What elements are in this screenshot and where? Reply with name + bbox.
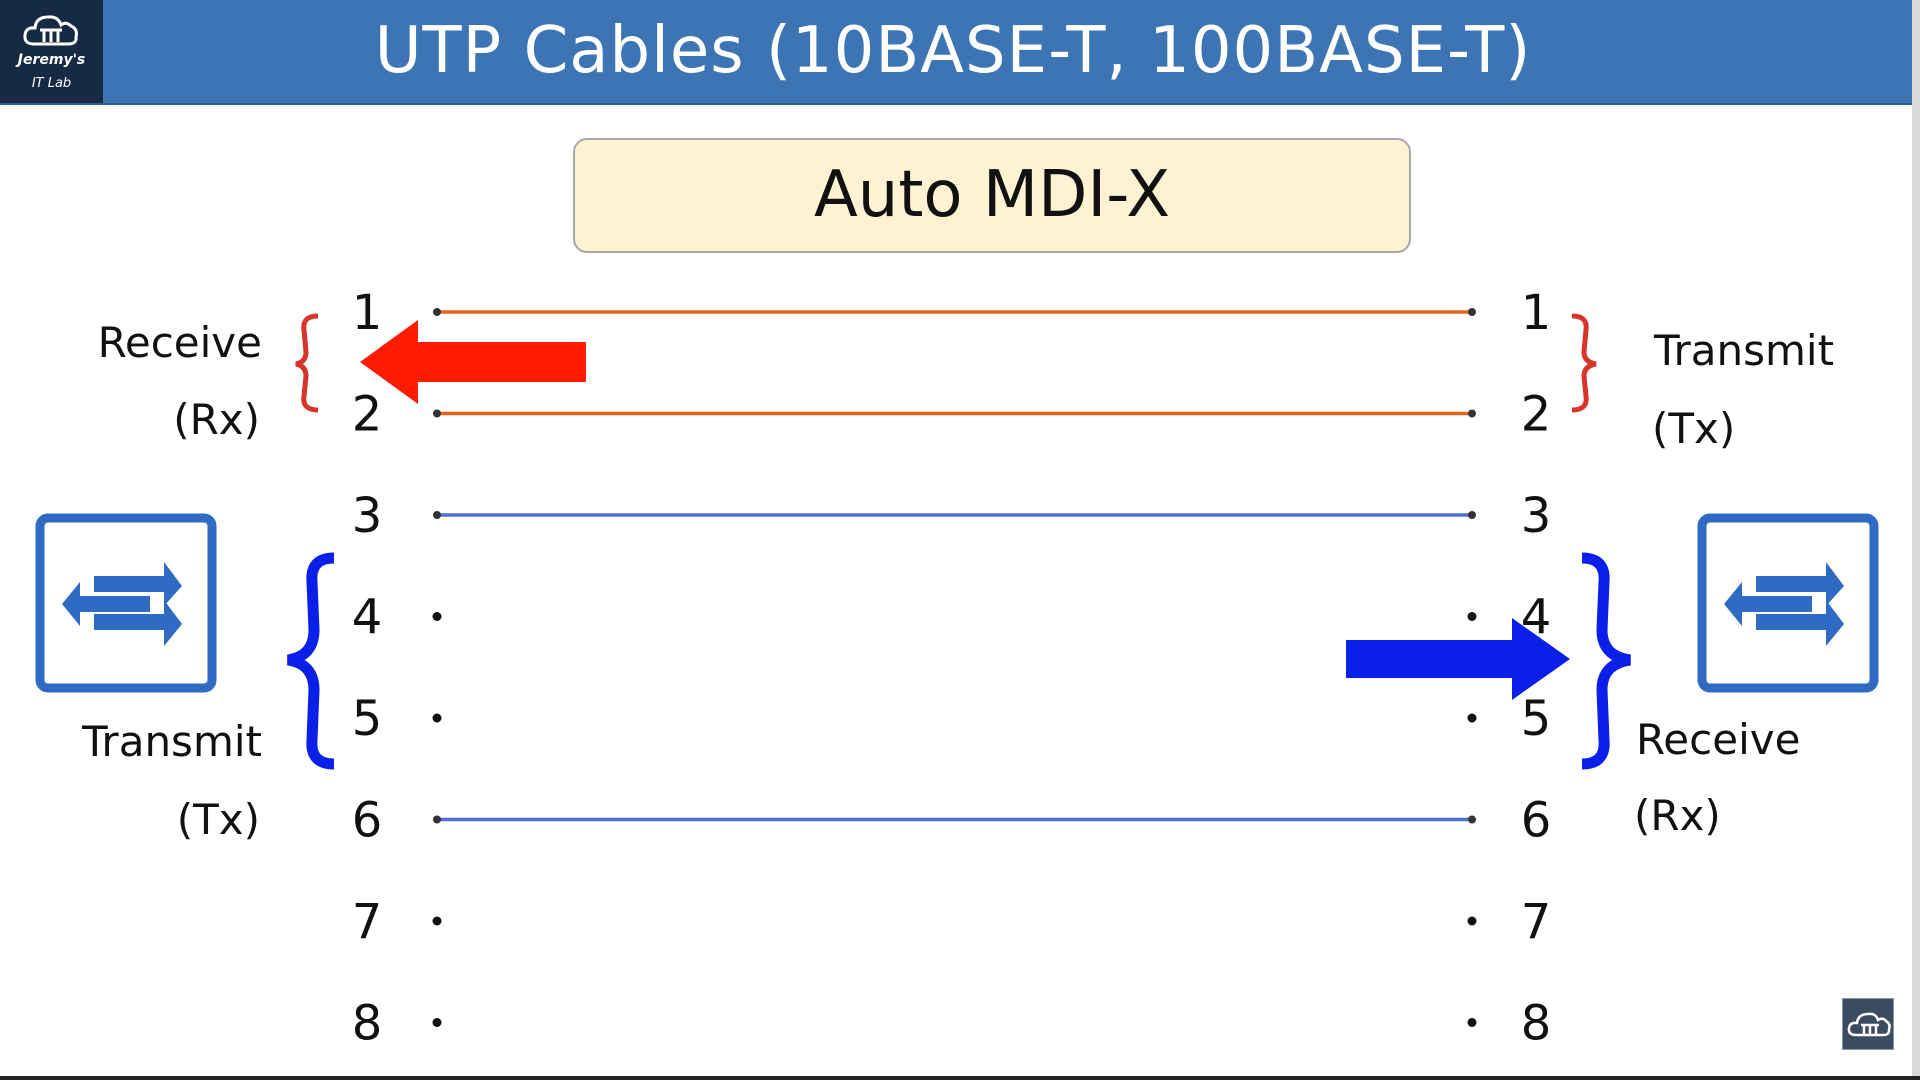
left-pin-dot-8 [432, 1018, 442, 1027]
cloud-logo-icon [23, 15, 78, 46]
right-pin-dot-4 [1467, 612, 1477, 621]
left-transmit-label: Transmit [81, 717, 262, 766]
right-receive-label: Receive [1636, 715, 1800, 764]
left-pin-dot-1 [433, 308, 441, 316]
left-pin-number-3: 3 [352, 488, 383, 544]
right-pin-number-7: 7 [1521, 894, 1552, 950]
left-pin-number-1: 1 [352, 285, 383, 341]
right-receive-abbr: (Rx) [1634, 791, 1721, 840]
right-pin-number-1: 1 [1521, 285, 1552, 341]
corner-logo-icon [1842, 998, 1894, 1050]
red-receive-arrow [360, 320, 586, 404]
right-pin-number-2: 2 [1521, 387, 1552, 443]
logo-subtitle: IT Lab [31, 76, 72, 91]
wires [437, 310, 1472, 822]
left-pin-dot-2 [433, 409, 441, 418]
left-red-bracket [295, 313, 319, 413]
right-pin-number-5: 5 [1521, 691, 1552, 747]
right-transmit-label: Transmit [1653, 326, 1834, 375]
logo-name: Jeremy's [17, 52, 86, 68]
left-pin-number-7: 7 [352, 894, 383, 950]
slide-title: UTP Cables (10BASE-T, 100BASE-T) [374, 14, 1532, 88]
left-switch-icon [35, 513, 217, 693]
right-transmit-abbr: (Tx) [1652, 404, 1735, 453]
blue-receive-arrow [1346, 618, 1570, 700]
left-receive-label: Receive [98, 318, 262, 367]
right-pin-number-8: 8 [1521, 996, 1552, 1052]
left-pin-dot-3 [433, 511, 441, 519]
left-pin-numbers: 1 2 3 4 5 6 7 8 [352, 285, 383, 1052]
right-pin-dot-2 [1468, 409, 1476, 418]
left-pin-dot-7 [432, 916, 442, 926]
left-pin-dot-5 [432, 713, 442, 723]
bottom-border [0, 1076, 1920, 1080]
left-pin-number-4: 4 [352, 590, 383, 646]
right-pin-dot-6 [1468, 815, 1476, 824]
right-pin-number-6: 6 [1521, 793, 1552, 849]
right-pin-dot-8 [1467, 1018, 1477, 1027]
left-pin-dot-6 [433, 815, 441, 824]
right-switch-icon [1697, 513, 1879, 693]
left-pin-number-5: 5 [352, 691, 383, 747]
jeremys-it-lab-logo: Jeremy's IT Lab [0, 0, 103, 103]
right-pin-number-3: 3 [1521, 488, 1552, 544]
left-receive-abbr: (Rx) [173, 395, 260, 444]
right-pin-dot-5 [1467, 713, 1477, 723]
left-pin-number-8: 8 [352, 996, 383, 1052]
right-blue-bracket [1581, 552, 1632, 770]
right-pin-dot-7 [1467, 916, 1477, 926]
left-pin-number-6: 6 [352, 793, 383, 849]
left-blue-bracket [286, 552, 335, 770]
right-red-bracket [1571, 313, 1597, 413]
auto-mdix-callout: Auto MDI-X [573, 138, 1411, 253]
right-border [1912, 0, 1920, 1080]
right-pin-dot-3 [1468, 511, 1476, 519]
title-bar: Jeremy's IT Lab UTP Cables (10BASE-T, 10… [0, 0, 1920, 105]
right-pin-dot-1 [1468, 308, 1476, 316]
pin-dots [432, 308, 1477, 1027]
left-pin-number-2: 2 [352, 387, 383, 443]
left-pin-dot-4 [432, 612, 442, 621]
left-transmit-abbr: (Tx) [177, 795, 260, 844]
